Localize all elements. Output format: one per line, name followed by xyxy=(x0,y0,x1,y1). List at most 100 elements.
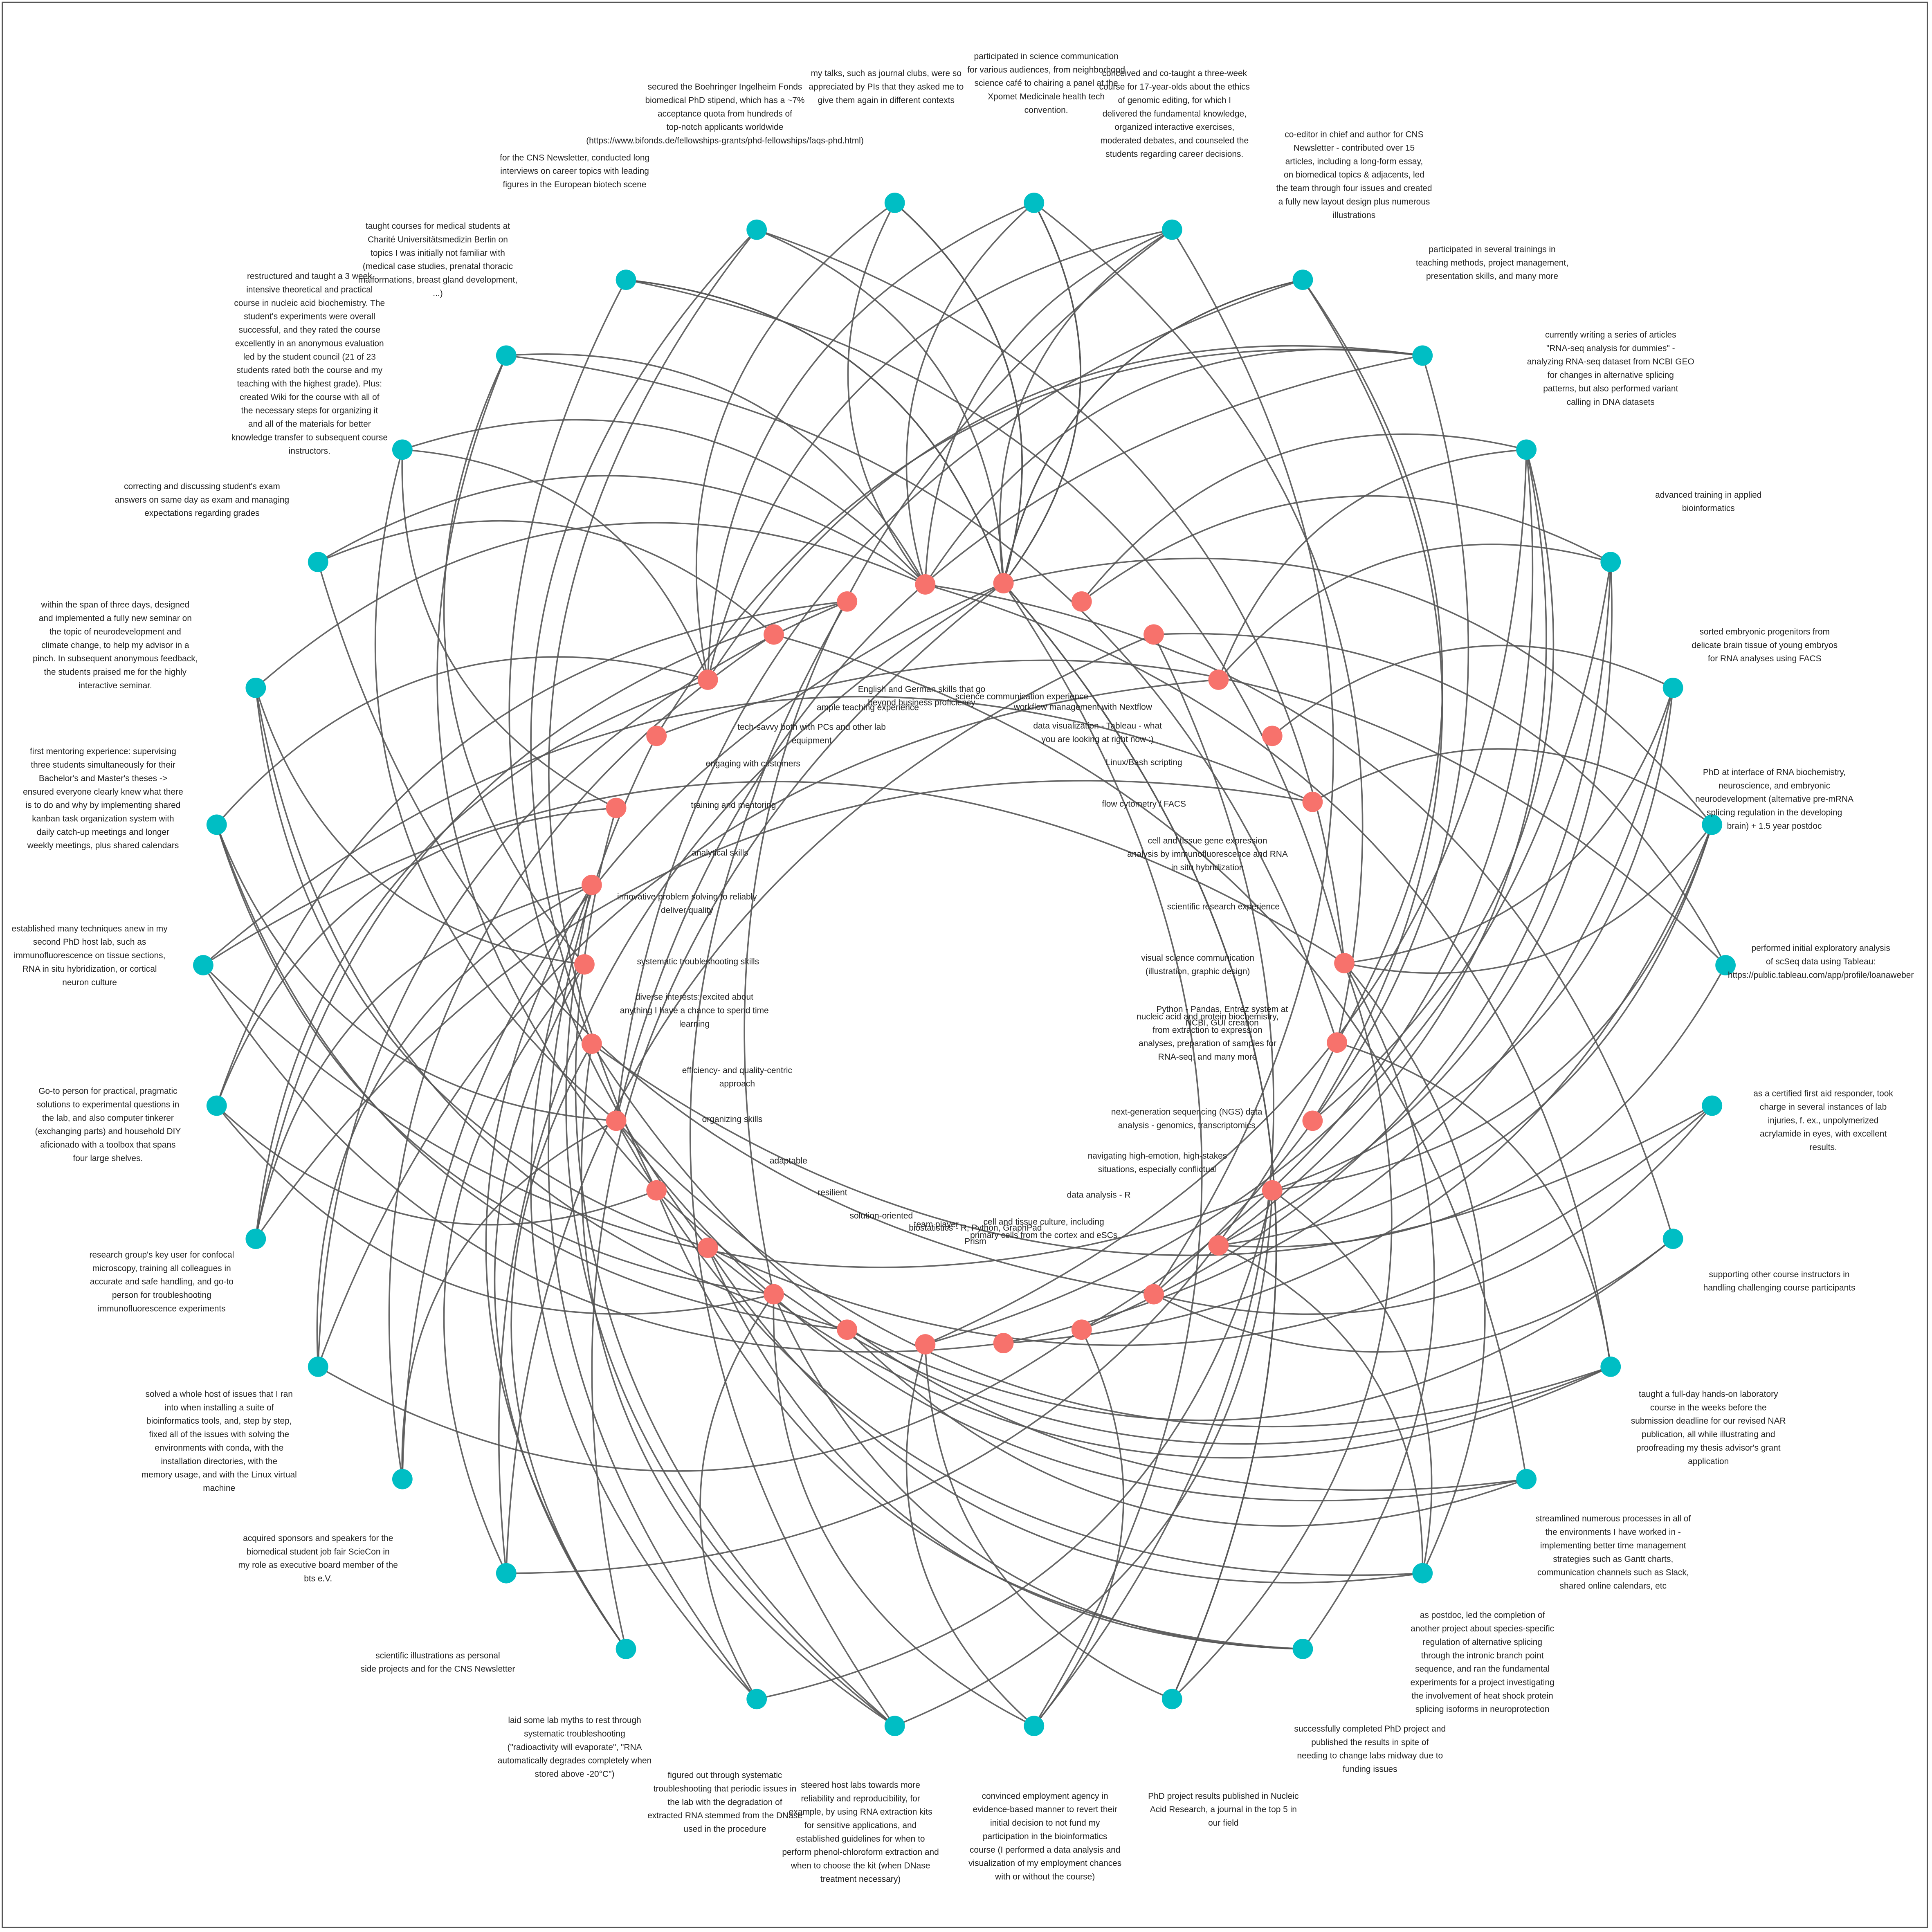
skill-node[interactable] xyxy=(1071,1319,1092,1340)
skill-node[interactable] xyxy=(606,1110,627,1131)
skill-node[interactable] xyxy=(1334,953,1355,973)
experience-node[interactable] xyxy=(884,1716,905,1736)
skill-node[interactable] xyxy=(837,591,858,612)
skill-label: flow cytometry / FACS xyxy=(1102,800,1186,809)
edge-line xyxy=(1033,202,1364,1043)
experience-node[interactable] xyxy=(1292,1638,1313,1659)
skill-node[interactable] xyxy=(581,874,602,895)
skill-node[interactable] xyxy=(1302,1110,1323,1131)
edge-line xyxy=(1153,633,1726,966)
skill-label: workflow management with Nextflow xyxy=(1013,703,1152,712)
experience-node[interactable] xyxy=(496,345,517,366)
skill-node[interactable] xyxy=(764,1284,784,1305)
edge-line xyxy=(255,687,585,965)
experience-node[interactable] xyxy=(1516,1469,1537,1489)
edge-line xyxy=(1344,687,1674,964)
edge-line xyxy=(1081,495,1611,602)
experience-node[interactable] xyxy=(1024,193,1045,213)
edge-line xyxy=(1081,449,1534,1330)
edge-line xyxy=(388,634,774,1479)
edge-line xyxy=(255,780,1313,1240)
edge-line xyxy=(318,520,775,635)
experience-node[interactable] xyxy=(496,1563,517,1584)
edge-line xyxy=(1003,824,1713,1344)
experience-node[interactable] xyxy=(1600,552,1621,573)
skill-node[interactable] xyxy=(1262,726,1283,746)
edge-line xyxy=(402,582,1004,1479)
experience-node[interactable] xyxy=(1702,814,1723,835)
skill-node[interactable] xyxy=(1208,1235,1229,1256)
skill-node[interactable] xyxy=(1262,1180,1283,1201)
skill-node[interactable] xyxy=(1302,791,1323,812)
skill-label: training and mentoring xyxy=(691,801,776,810)
skill-node[interactable] xyxy=(915,1334,936,1355)
edge-line xyxy=(925,449,1527,1345)
edge-line xyxy=(530,229,757,1044)
skill-label: team player xyxy=(914,1220,959,1229)
experience-node[interactable] xyxy=(1516,439,1537,460)
experience-node[interactable] xyxy=(206,814,227,835)
experience-node[interactable] xyxy=(392,439,413,460)
skill-node[interactable] xyxy=(1327,1032,1348,1053)
skill-node[interactable] xyxy=(915,574,936,595)
experience-node[interactable] xyxy=(746,219,767,240)
skill-node[interactable] xyxy=(1143,624,1164,645)
skill-node[interactable] xyxy=(646,1180,667,1201)
skill-node[interactable] xyxy=(993,573,1014,593)
skill-node[interactable] xyxy=(574,954,595,975)
skill-node[interactable] xyxy=(646,726,667,746)
experience-node[interactable] xyxy=(392,1469,413,1489)
edge-line xyxy=(1003,202,1081,584)
experience-node[interactable] xyxy=(1662,1229,1683,1249)
edge-line xyxy=(1003,582,1277,1700)
skill-node[interactable] xyxy=(1143,1284,1164,1305)
experience-node[interactable] xyxy=(1161,219,1182,240)
edge-line xyxy=(498,582,1004,1573)
experience-node[interactable] xyxy=(1412,1563,1433,1584)
experience-node[interactable] xyxy=(746,1689,767,1710)
skill-node[interactable] xyxy=(606,798,627,818)
experience-node[interactable] xyxy=(245,677,266,698)
edge-line xyxy=(925,562,1612,1345)
experience-node[interactable] xyxy=(193,955,213,975)
edge-line xyxy=(1002,279,1303,584)
experience-node[interactable] xyxy=(1412,345,1433,366)
skill-node[interactable] xyxy=(697,669,718,690)
experience-label: correcting and discussing student's exam… xyxy=(115,482,290,518)
skill-node[interactable] xyxy=(1071,591,1092,612)
experience-node[interactable] xyxy=(1161,1689,1182,1710)
experience-node[interactable] xyxy=(308,1356,328,1377)
edge-line xyxy=(216,600,847,1106)
edge-line xyxy=(202,965,1004,1353)
experience-node[interactable] xyxy=(1715,955,1736,975)
experience-node[interactable] xyxy=(308,552,328,573)
skill-node[interactable] xyxy=(581,1033,602,1054)
experience-node[interactable] xyxy=(1702,1095,1723,1116)
skill-node[interactable] xyxy=(697,1238,718,1258)
experience-node[interactable] xyxy=(1600,1356,1621,1377)
skill-node[interactable] xyxy=(837,1319,858,1340)
experience-node[interactable] xyxy=(206,1095,227,1116)
experience-node[interactable] xyxy=(1662,677,1683,698)
skill-node[interactable] xyxy=(1208,669,1229,690)
experience-node[interactable] xyxy=(616,270,636,290)
experience-node[interactable] xyxy=(245,1229,266,1249)
edge-line xyxy=(494,964,627,1649)
experience-node[interactable] xyxy=(884,193,905,213)
skill-label: scientific research experience xyxy=(1167,902,1280,912)
edge-line xyxy=(510,1043,627,1649)
skill-node[interactable] xyxy=(993,1333,1014,1353)
edge-line xyxy=(905,1344,1035,1727)
experience-node[interactable] xyxy=(1292,270,1313,290)
edge-line xyxy=(255,601,847,1239)
experience-node[interactable] xyxy=(616,1638,636,1659)
skill-node[interactable] xyxy=(764,624,784,645)
experience-node[interactable] xyxy=(1024,1716,1045,1736)
